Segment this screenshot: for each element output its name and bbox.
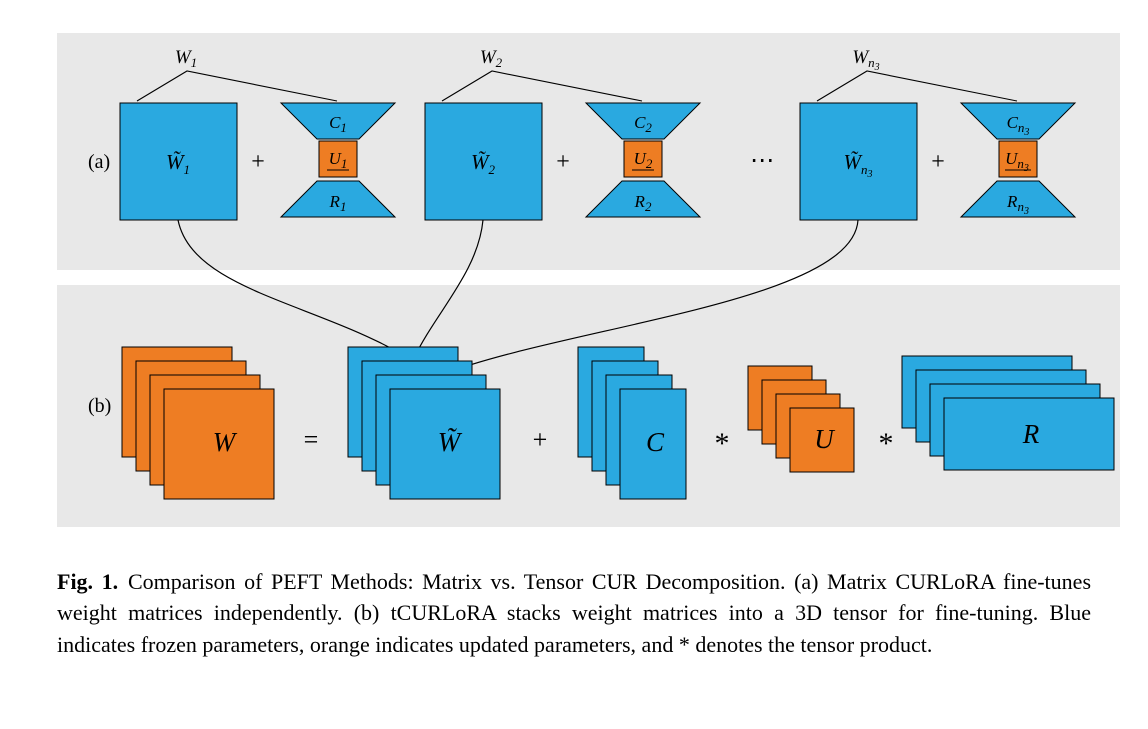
tensor-w-tilde-stack: W̃ [347,346,501,500]
figure-caption: Fig. 1.Comparison of PEFT Methods: Matri… [57,566,1091,660]
wn3-frozen-matrix [799,102,918,221]
r2-trapezoid [584,180,702,218]
u1-label: U1 [329,149,348,171]
curlora-group-1: W1 W̃1 + C1 U1 R1 [119,47,397,221]
c1-trapezoid [279,102,397,140]
w1-brace [136,70,338,102]
tensor-w-tilde-label: W̃ [438,427,463,457]
cn3-label: Cn3 [1007,113,1030,138]
u1-updated-matrix [318,140,358,178]
plus-operator-1: + [251,149,265,175]
wn3-brace [816,70,1018,102]
tensor-r-label: R [1022,419,1040,449]
connector-wn3-to-tensor [440,219,859,376]
tensor-c-layer [619,388,687,500]
decomposition-diagram: (a) W1 W̃1 + C1 U1 R1 W2 W̃2 + C2 U2 R2 … [57,33,1120,527]
plus-operator-n3: + [931,149,945,175]
tensor-w-label: W [213,427,238,457]
r1-label: R1 [329,192,347,214]
curlora-group-n3: Wn3 W̃n3 + Cn3 Un3 Rn3 [799,47,1077,221]
w1-tilde-label: W̃1 [166,150,190,177]
panel-b-label: (b) [88,395,111,417]
tensor-c-label: C [646,427,665,457]
tensor-u-layer [789,407,855,473]
wn3-tilde-label: W̃n3 [844,150,873,180]
w2-top-label: W2 [480,47,503,70]
r1-trapezoid [279,180,397,218]
c2-label: C2 [634,113,652,135]
c2-trapezoid [584,102,702,140]
plus-operator-2: + [556,149,570,175]
figure-1: (a) W1 W̃1 + C1 U1 R1 W2 W̃2 + C2 U2 R2 … [57,33,1120,660]
w2-brace [441,70,643,102]
r2-label: R2 [634,192,652,214]
w1-frozen-matrix [119,102,238,221]
w2-frozen-matrix [424,102,543,221]
un3-label: Un3 [1005,149,1029,174]
equals-operator: = [304,425,319,454]
c1-label: C1 [329,113,347,135]
connector-w2-to-tensor [413,219,484,359]
curlora-group-2: W2 W̃2 + C2 U2 R2 [424,47,702,221]
tensor-w-layer [163,388,275,500]
caption-text: Comparison of PEFT Methods: Matrix vs. T… [57,569,1092,657]
tensor-product-operator-right: * [879,427,894,460]
panel-a-label: (a) [88,151,110,173]
u2-label: U2 [634,149,653,171]
rn3-label: Rn3 [1006,192,1029,217]
u2-updated-matrix [623,140,663,178]
caption-figure-number: Fig. 1. [57,569,119,594]
plus-operator-b: + [533,425,548,454]
tensor-r-layer [943,397,1115,471]
w2-tilde-label: W̃2 [471,150,496,177]
tensor-product-operator-left: * [715,427,730,460]
tensor-w-stack: W [121,346,275,500]
tensor-w-tilde-layer [389,388,501,500]
ellipsis: ⋯ [750,146,774,174]
tensor-u-stack: U [747,365,855,473]
connector-w1-to-tensor [177,219,399,353]
un3-updated-matrix [998,140,1038,178]
tensor-u-label: U [814,424,835,454]
rn3-trapezoid [959,180,1077,218]
wn3-top-label: Wn3 [852,47,879,73]
w1-top-label: W1 [175,47,197,70]
cn3-trapezoid [959,102,1077,140]
tensor-r-stack: R [901,355,1115,471]
tensor-c-stack: C [577,346,687,500]
